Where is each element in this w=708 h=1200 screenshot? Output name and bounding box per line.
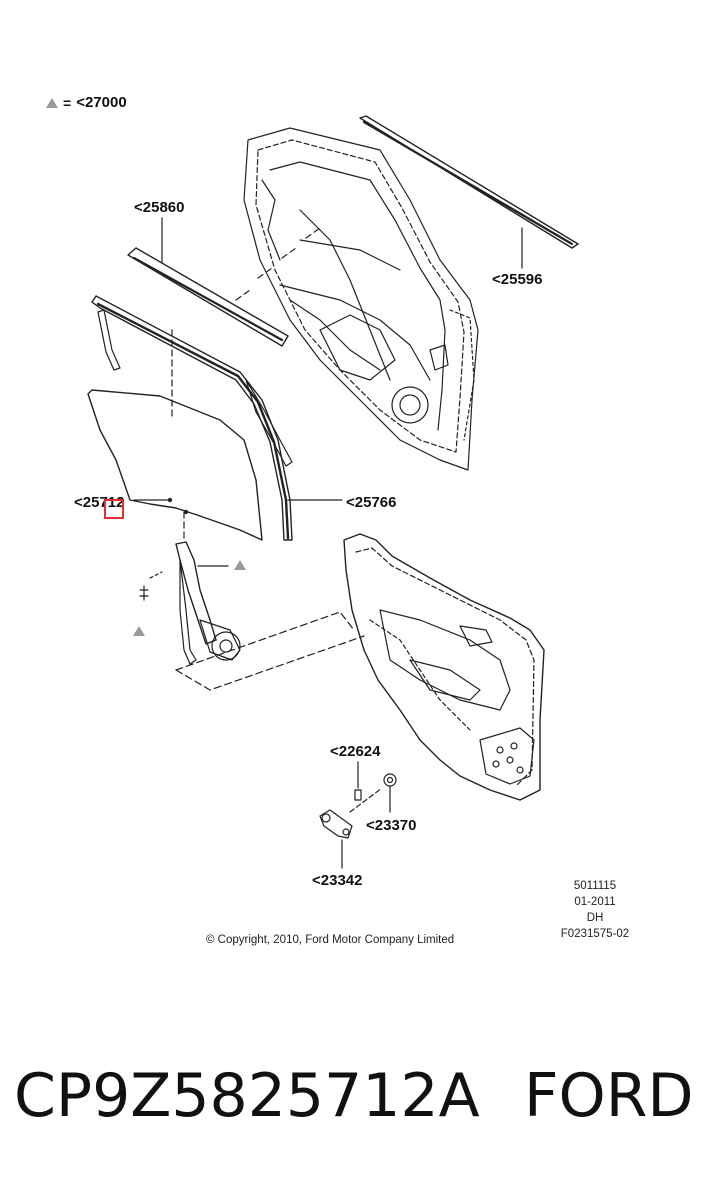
door-trim-panel-drawing (343, 533, 545, 801)
window-crank-parts-drawing (319, 761, 397, 869)
triangle-marker-icon (234, 560, 246, 570)
info-initials: DH (586, 912, 604, 924)
legend: = <27000 (46, 94, 127, 111)
callout-25596: <25596 (492, 271, 543, 288)
weatherstrip-25596-drawing (359, 115, 579, 269)
window-glass-25712-drawing (87, 329, 263, 541)
info-date: 01-2011 (574, 896, 616, 908)
exploded-door-diagram (87, 115, 579, 869)
run-channel-25766-drawing (91, 295, 343, 541)
weatherstrip-25860-drawing (127, 217, 321, 347)
callout-23370: <23370 (366, 817, 417, 834)
door-frame-drawing (243, 127, 479, 471)
info-figure-id: F0231575-02 (560, 928, 630, 940)
info-number: 5011115 (573, 880, 617, 892)
legend-value: <27000 (76, 94, 127, 111)
window-regulator-drawing (139, 541, 365, 691)
brand-caption: FORD (524, 1061, 694, 1131)
triangle-marker-icon (46, 97, 58, 108)
callout-22624: <22624 (330, 743, 381, 760)
copyright-notice: © Copyright, 2010, Ford Motor Company Li… (206, 934, 455, 946)
callout-23342: <23342 (312, 872, 363, 889)
part-number-caption: CP9Z5825712A (14, 1061, 480, 1131)
callout-25766: <25766 (346, 494, 397, 511)
legend-equals: = (63, 94, 72, 111)
selected-part-highlight (104, 499, 124, 519)
callout-25860: <25860 (134, 199, 185, 216)
triangle-marker-icon (133, 626, 145, 636)
callout-25712: <25712 (74, 494, 125, 511)
